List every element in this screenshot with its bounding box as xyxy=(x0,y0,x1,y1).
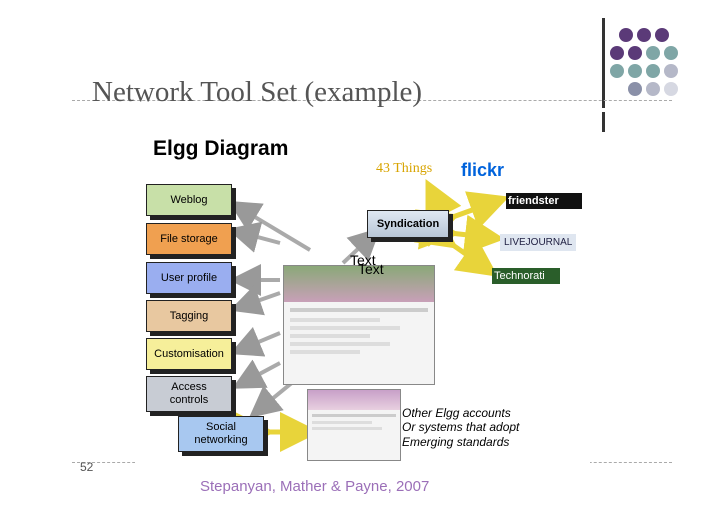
tool-box-tagging: Tagging xyxy=(146,300,232,332)
logo-technorati: Technorati xyxy=(492,268,560,284)
vertical-rule-top xyxy=(602,18,605,108)
syndication-hub: Syndication xyxy=(367,210,449,238)
title-divider xyxy=(72,100,672,101)
overlay-text-2: Text xyxy=(358,261,384,277)
citation: Stepanyan, Mather & Payne, 2007 xyxy=(200,478,430,495)
other-systems-note: Other Elgg accounts Or systems that adop… xyxy=(402,406,520,449)
tool-box-customisation: Customisation xyxy=(146,338,232,370)
logo-flickr: flickr xyxy=(461,160,505,180)
elgg-screenshot-main xyxy=(283,265,435,385)
connector-arrows xyxy=(227,179,510,452)
diagram-heading: Elgg Diagram xyxy=(153,137,289,160)
tool-box-access-controls: Access controls xyxy=(146,376,232,412)
elgg-screenshot-secondary xyxy=(307,389,401,461)
tool-box-social-networking: Social networking xyxy=(178,416,264,452)
tool-box-weblog: Weblog xyxy=(146,184,232,216)
overlay-text-1: Text xyxy=(350,252,376,268)
logo-friendster: friendster xyxy=(506,193,582,209)
logo-livejournal: LIVEJOURNAL xyxy=(500,234,577,251)
slide-number: 52 xyxy=(80,460,94,474)
vertical-rule-mid xyxy=(602,112,605,132)
tool-box-file-storage: File storage xyxy=(146,223,232,255)
decorative-dot-grid xyxy=(610,28,710,108)
slide-title: Network Tool Set (example) xyxy=(92,76,423,108)
tool-box-user-profile: User profile xyxy=(146,262,232,294)
logo-43-things: 43 Things xyxy=(376,161,433,176)
